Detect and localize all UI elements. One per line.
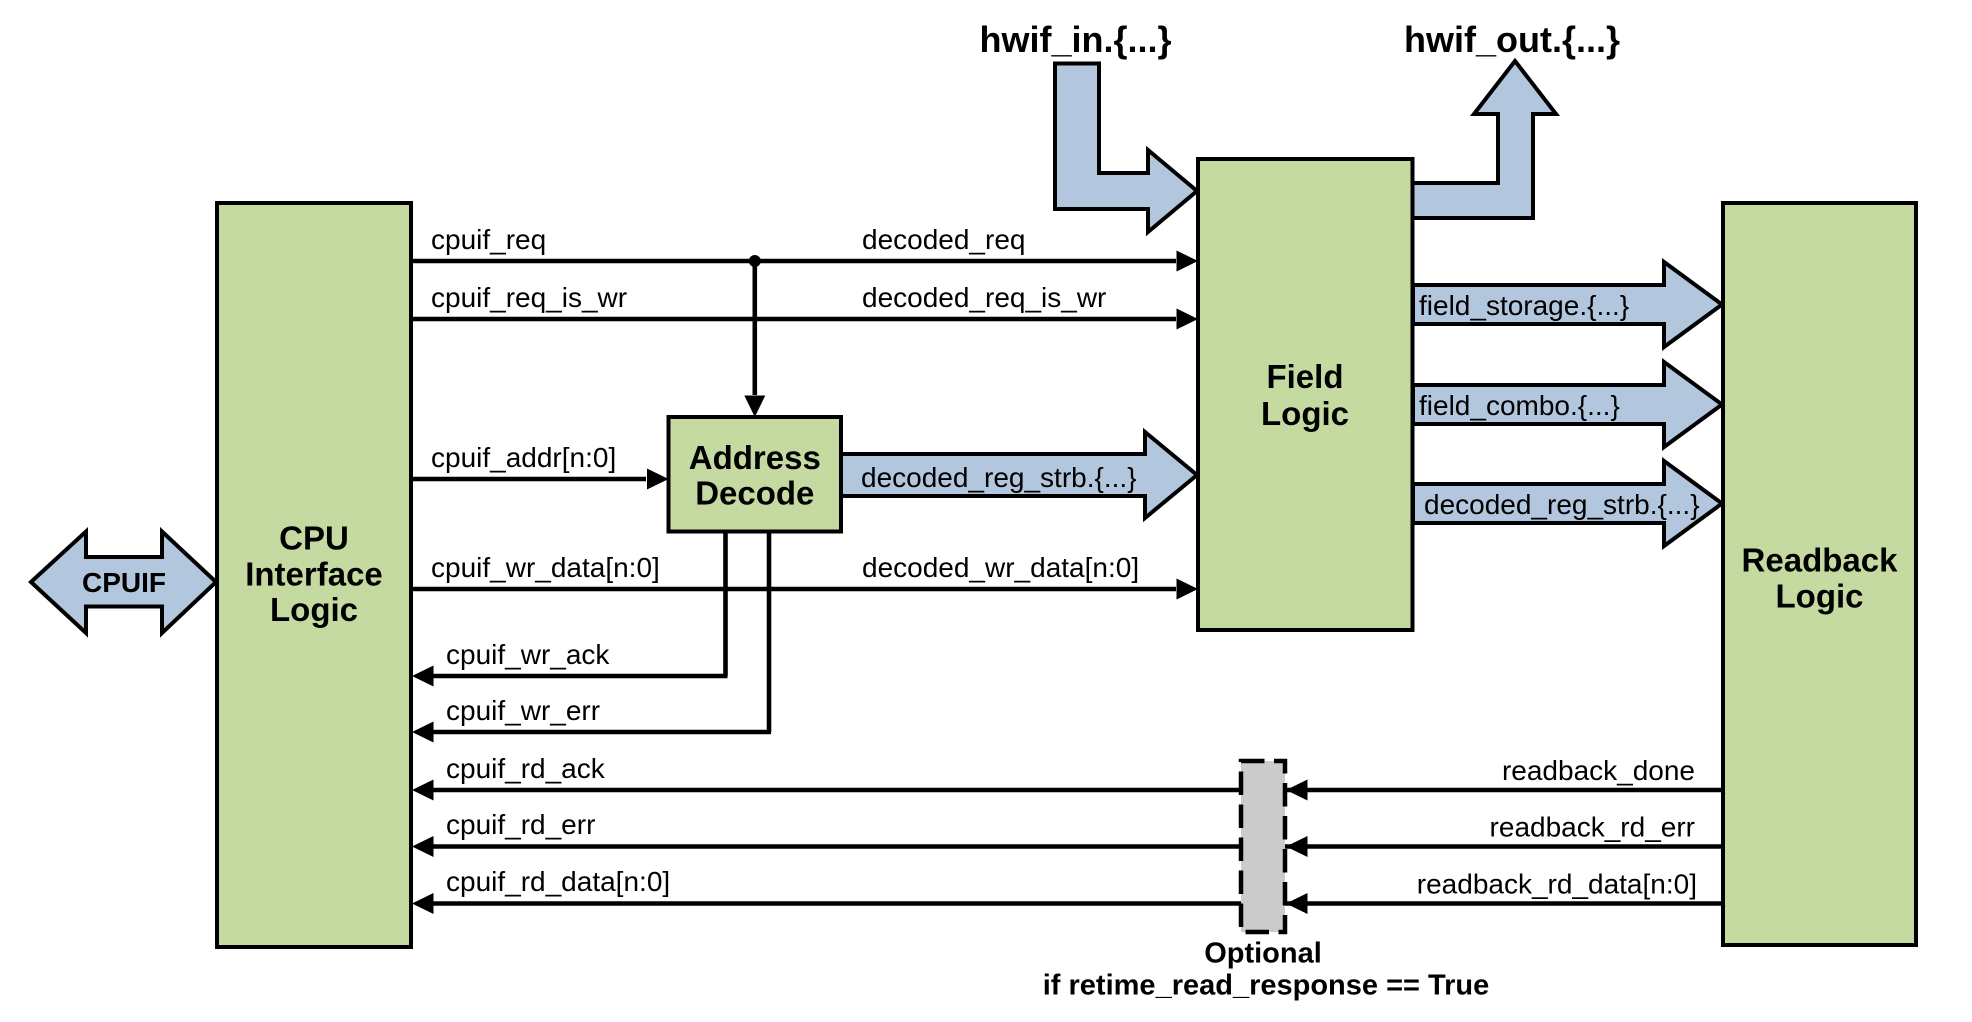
svg-text:Logic: Logic bbox=[270, 591, 358, 628]
svg-text:cpuif_addr[n:0]: cpuif_addr[n:0] bbox=[431, 442, 616, 473]
svg-text:readback_rd_err: readback_rd_err bbox=[1490, 812, 1695, 843]
svg-text:Optional: Optional bbox=[1204, 938, 1322, 970]
svg-text:Field: Field bbox=[1266, 358, 1343, 395]
svg-text:Logic: Logic bbox=[1261, 395, 1349, 432]
svg-text:decoded_wr_data[n:0]: decoded_wr_data[n:0] bbox=[862, 552, 1139, 583]
svg-text:decoded_req_is_wr: decoded_req_is_wr bbox=[862, 282, 1106, 313]
svg-text:Decode: Decode bbox=[695, 475, 814, 512]
svg-text:field_combo.{...}: field_combo.{...} bbox=[1419, 390, 1620, 421]
svg-text:decoded_reg_strb.{...}: decoded_reg_strb.{...} bbox=[1424, 489, 1700, 520]
svg-text:cpuif_rd_err: cpuif_rd_err bbox=[446, 809, 595, 840]
svg-text:hwif_in.{...}: hwif_in.{...} bbox=[979, 19, 1171, 60]
svg-text:decoded_reg_strb.{...}: decoded_reg_strb.{...} bbox=[861, 462, 1137, 493]
svg-text:Interface: Interface bbox=[245, 555, 383, 592]
svg-text:readback_done: readback_done bbox=[1502, 755, 1695, 786]
svg-text:cpuif_wr_err: cpuif_wr_err bbox=[446, 695, 600, 726]
svg-text:CPUIF: CPUIF bbox=[82, 567, 166, 598]
svg-text:readback_rd_data[n:0]: readback_rd_data[n:0] bbox=[1417, 869, 1697, 900]
svg-text:cpuif_rd_data[n:0]: cpuif_rd_data[n:0] bbox=[446, 866, 670, 897]
svg-text:Logic: Logic bbox=[1776, 577, 1864, 614]
svg-text:cpuif_rd_ack: cpuif_rd_ack bbox=[446, 753, 606, 784]
svg-text:if retime_read_response == Tru: if retime_read_response == True bbox=[1043, 970, 1490, 1002]
svg-text:Address: Address bbox=[689, 439, 821, 476]
svg-text:Readback: Readback bbox=[1742, 542, 1899, 579]
svg-text:hwif_out.{...}: hwif_out.{...} bbox=[1404, 19, 1620, 60]
svg-text:decoded_req: decoded_req bbox=[862, 224, 1025, 255]
svg-text:cpuif_wr_ack: cpuif_wr_ack bbox=[446, 639, 610, 670]
svg-text:CPU: CPU bbox=[279, 520, 349, 557]
svg-text:cpuif_req: cpuif_req bbox=[431, 224, 546, 255]
svg-text:cpuif_req_is_wr: cpuif_req_is_wr bbox=[431, 282, 627, 313]
svg-text:field_storage.{...}: field_storage.{...} bbox=[1419, 290, 1629, 321]
svg-text:cpuif_wr_data[n:0]: cpuif_wr_data[n:0] bbox=[431, 552, 660, 583]
